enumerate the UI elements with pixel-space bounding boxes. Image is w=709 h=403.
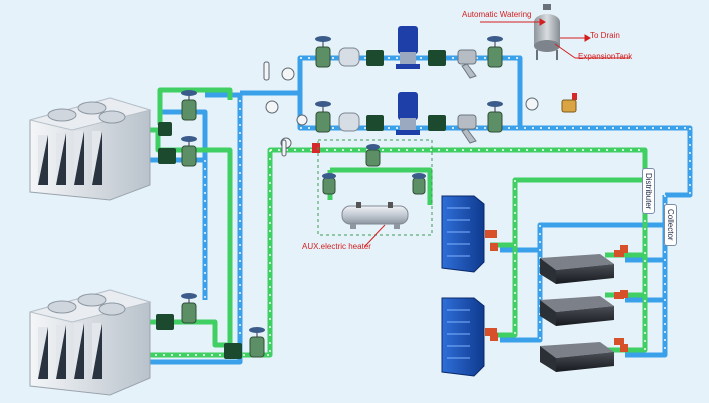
return-pipe bbox=[147, 319, 230, 348]
circulation-pump bbox=[396, 26, 420, 69]
gate-valve[interactable] bbox=[487, 36, 503, 68]
y-strainer bbox=[457, 49, 477, 144]
gate-valve[interactable] bbox=[365, 144, 381, 167]
expansion-tank-label: ExpansionTank bbox=[578, 52, 633, 61]
automatic-watering-label: Automatic Watering bbox=[462, 10, 532, 19]
gate-valve[interactable] bbox=[181, 293, 197, 324]
gate-valve[interactable] bbox=[322, 173, 336, 195]
heater-annotation-line bbox=[364, 224, 386, 247]
collector-label: Collector bbox=[664, 204, 677, 246]
expansion-tank bbox=[534, 4, 560, 60]
gate-valve[interactable] bbox=[412, 173, 426, 195]
gate-valve[interactable] bbox=[315, 101, 331, 133]
electric-heater bbox=[341, 202, 409, 229]
circulation-pump bbox=[396, 92, 420, 135]
fan-coil-unit bbox=[540, 292, 624, 326]
gate-valve[interactable] bbox=[181, 90, 197, 121]
flow-markers bbox=[147, 57, 691, 356]
check-valve bbox=[338, 47, 360, 132]
chiller-unit bbox=[29, 289, 152, 396]
control-valve bbox=[490, 243, 628, 352]
fan-coil-unit bbox=[540, 250, 624, 284]
air-handler-unit bbox=[441, 297, 497, 377]
return-pipe bbox=[490, 245, 518, 338]
chiller-unit bbox=[29, 97, 152, 201]
flexible-joint bbox=[156, 50, 446, 359]
gate-valve[interactable] bbox=[181, 136, 197, 167]
supply-pipe bbox=[625, 195, 668, 358]
thermometer-icon bbox=[263, 61, 287, 157]
fan-coil-unit bbox=[540, 338, 624, 372]
return-pipe bbox=[330, 167, 433, 205]
return-pipe bbox=[490, 177, 645, 248]
air-vent-icon bbox=[312, 93, 577, 153]
distributer-label: Distributer bbox=[642, 168, 655, 215]
to-drain-label: To Drain bbox=[590, 31, 620, 40]
supply-pipe bbox=[205, 92, 243, 340]
gate-valve[interactable] bbox=[249, 327, 265, 358]
gate-valve[interactable] bbox=[487, 101, 503, 133]
aux-heater-label: AUX.electric heater bbox=[302, 242, 371, 251]
gate-valve[interactable] bbox=[315, 36, 331, 68]
tank-annotation-lines bbox=[480, 18, 630, 59]
air-handler-unit bbox=[441, 195, 497, 273]
return-pipe bbox=[157, 87, 233, 125]
